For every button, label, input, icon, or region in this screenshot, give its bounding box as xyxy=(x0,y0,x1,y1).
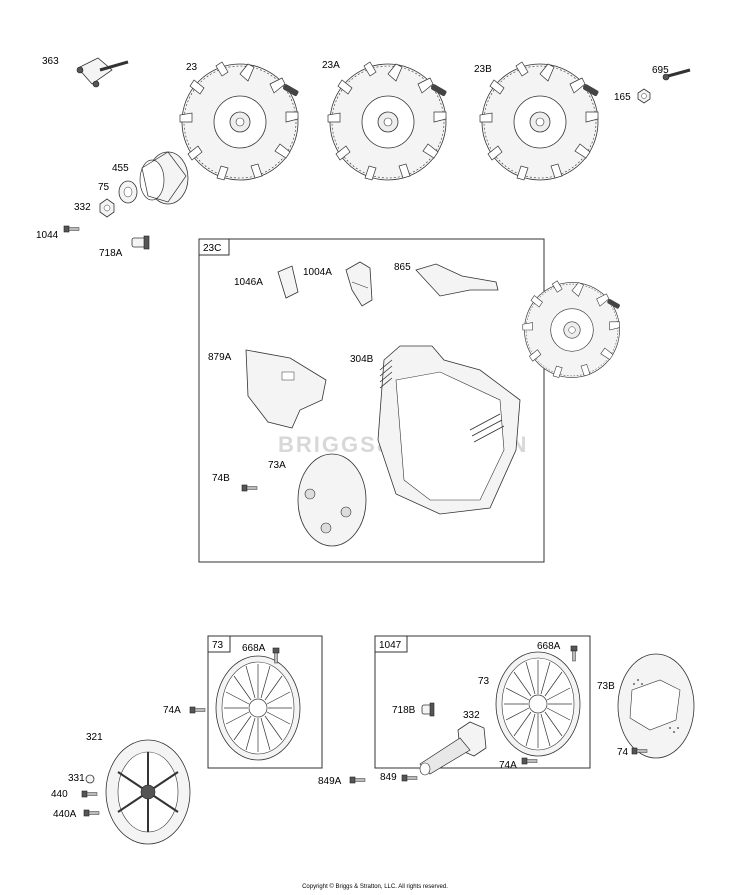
label-73-box1047: 73 xyxy=(478,676,490,687)
part-23C-flywheel xyxy=(522,280,621,378)
label-849: 849 xyxy=(380,772,397,783)
box-23C-tab xyxy=(198,238,230,256)
label-865: 865 xyxy=(394,262,411,273)
part-332-adapter xyxy=(419,721,487,776)
label-73B: 73B xyxy=(597,681,615,692)
label-332: 332 xyxy=(74,202,91,213)
box-23C-label: 23C xyxy=(203,243,221,254)
part-73-screen xyxy=(215,655,301,761)
part-304B-housing xyxy=(377,345,521,515)
part-73B-screen-plate xyxy=(617,653,695,759)
label-23: 23 xyxy=(186,62,198,73)
part-331-washer xyxy=(85,774,95,784)
part-23-flywheel xyxy=(179,61,300,181)
copyright-notice: Copyright © Briggs & Stratton, LLC. All … xyxy=(302,884,448,890)
label-849A: 849A xyxy=(318,776,342,787)
part-1046A-pad xyxy=(277,265,299,299)
box-73-label: 73 xyxy=(212,640,224,651)
part-865-plate xyxy=(415,263,499,297)
part-332-nut xyxy=(99,198,115,218)
label-668A-box1047: 668A xyxy=(537,641,561,652)
part-718A-pin xyxy=(131,235,150,250)
part-455-cup xyxy=(139,151,189,205)
part-440A-screw xyxy=(83,809,100,817)
label-363: 363 xyxy=(42,56,59,67)
label-75: 75 xyxy=(98,182,110,193)
part-440-screw xyxy=(81,790,98,798)
part-23A-flywheel xyxy=(327,61,448,181)
part-165-nut xyxy=(637,88,651,104)
part-23B-flywheel xyxy=(479,61,600,181)
part-849-bolt xyxy=(401,774,418,782)
label-331: 331 xyxy=(68,773,85,784)
box-1047-tab xyxy=(374,635,408,653)
part-1004A-clip xyxy=(345,261,373,307)
label-23B: 23B xyxy=(474,64,492,75)
label-440A: 440A xyxy=(53,809,77,820)
box-23C xyxy=(198,238,545,563)
part-321-rotating-screen xyxy=(105,739,191,845)
label-1046A: 1046A xyxy=(234,277,263,288)
label-74A-left: 74A xyxy=(163,705,181,716)
part-73-screen-1047 xyxy=(495,651,581,757)
part-849A-bolt xyxy=(349,776,366,784)
label-321: 321 xyxy=(86,732,103,743)
box-1047-label: 1047 xyxy=(379,640,402,651)
label-455: 455 xyxy=(112,163,129,174)
box-73 xyxy=(207,635,323,769)
part-363-bracket xyxy=(76,57,129,88)
label-74A-box1047: 74A xyxy=(499,760,517,771)
label-332-box1047: 332 xyxy=(463,710,480,721)
part-74B-bolt xyxy=(241,484,258,492)
label-879A: 879A xyxy=(208,352,232,363)
part-1044-bolt xyxy=(63,225,80,233)
label-718A: 718A xyxy=(99,248,123,259)
part-75-washer xyxy=(118,180,138,204)
part-879A-plate xyxy=(245,349,327,429)
label-440: 440 xyxy=(51,789,68,800)
label-74B: 74B xyxy=(212,473,230,484)
label-668A-box73: 668A xyxy=(242,643,266,654)
part-74A-bolt-1047 xyxy=(521,757,538,765)
part-718B-pin xyxy=(421,702,435,717)
label-1004A: 1004A xyxy=(303,267,332,278)
label-1044: 1044 xyxy=(36,230,59,241)
label-695: 695 xyxy=(652,65,669,76)
label-165: 165 xyxy=(614,92,631,103)
box-73-tab xyxy=(207,635,231,653)
label-304B: 304B xyxy=(350,354,374,365)
part-668A-screw-1047 xyxy=(570,645,578,662)
label-73A: 73A xyxy=(268,460,286,471)
box-1047 xyxy=(374,635,591,769)
label-718B: 718B xyxy=(392,705,416,716)
part-695-screw xyxy=(662,68,691,81)
label-23A: 23A xyxy=(322,60,340,71)
part-73A-screen xyxy=(297,453,367,547)
part-74A-bolt xyxy=(189,706,206,714)
label-74: 74 xyxy=(617,747,629,758)
